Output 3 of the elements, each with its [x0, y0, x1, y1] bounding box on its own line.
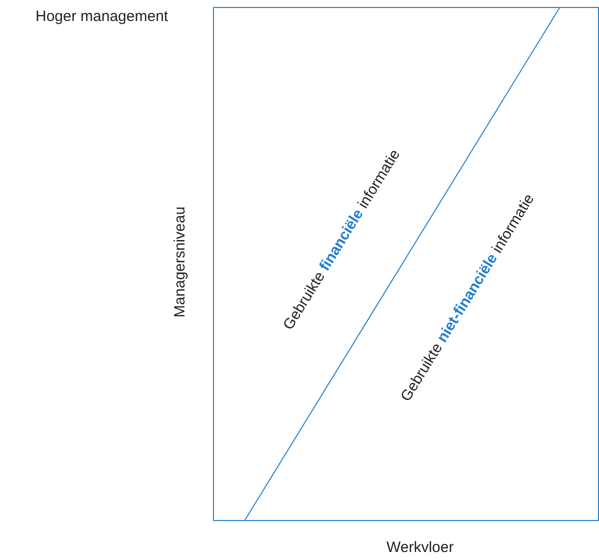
axis-label: Werkvloer — [386, 539, 454, 557]
axis-label: Managersniveau — [170, 206, 189, 318]
axis-label: Hoger management — [36, 8, 168, 26]
